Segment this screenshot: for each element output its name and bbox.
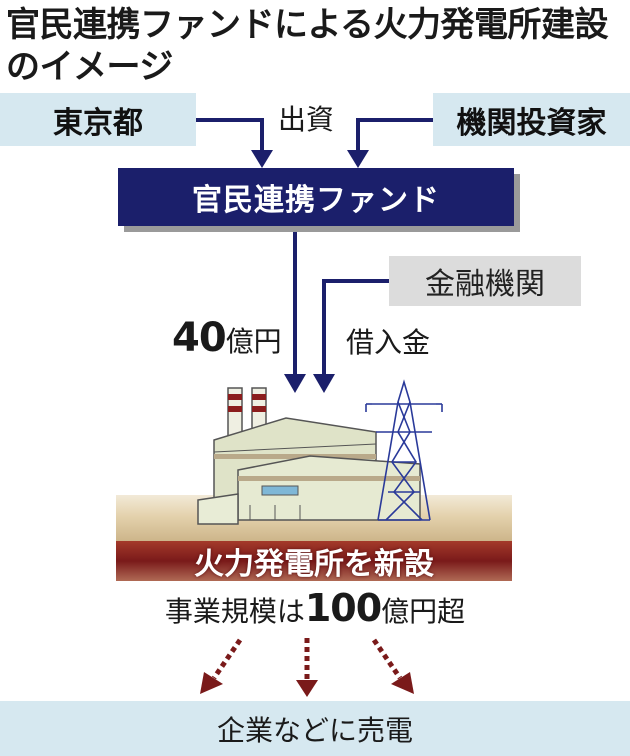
fund-to-plant-arrow (284, 226, 306, 393)
loan-label: 借入金 (346, 326, 431, 359)
fund-amount-unit: 億円 (225, 325, 282, 358)
transmission-tower-icon (365, 379, 443, 521)
project-scale-text: 事業規模は100億円超 (0, 588, 630, 632)
outcome-box: 企業などに売電 (0, 701, 630, 756)
scale-suffix: 億円超 (381, 595, 466, 628)
power-plant-icon (197, 387, 421, 525)
institutional-investors-box: 機関投資家 (433, 93, 630, 146)
investment-label: 出資 (278, 103, 335, 136)
tokyo-box: 東京都 (0, 93, 196, 146)
scale-number: 100 (304, 586, 382, 630)
distribution-arrowheads (200, 672, 414, 697)
page-title: 官民連携ファンドによる火力発電所建設のイメージ (6, 5, 608, 87)
banner-background (116, 541, 512, 581)
scale-prefix: 事業規模は (164, 595, 305, 628)
bank-to-plant-arrow (313, 279, 389, 393)
distribution-arrows (211, 638, 403, 680)
fund-amount-number: 40 (172, 315, 227, 361)
fund-amount-label: 40億円 (172, 318, 282, 358)
plant-banner: 火力発電所を新設 (194, 547, 434, 582)
public-private-fund-box: 官民連携ファンド (118, 168, 514, 226)
financial-institution-box: 金融機関 (389, 256, 581, 306)
arrowheads (251, 150, 369, 168)
investment-arrows (196, 118, 433, 150)
